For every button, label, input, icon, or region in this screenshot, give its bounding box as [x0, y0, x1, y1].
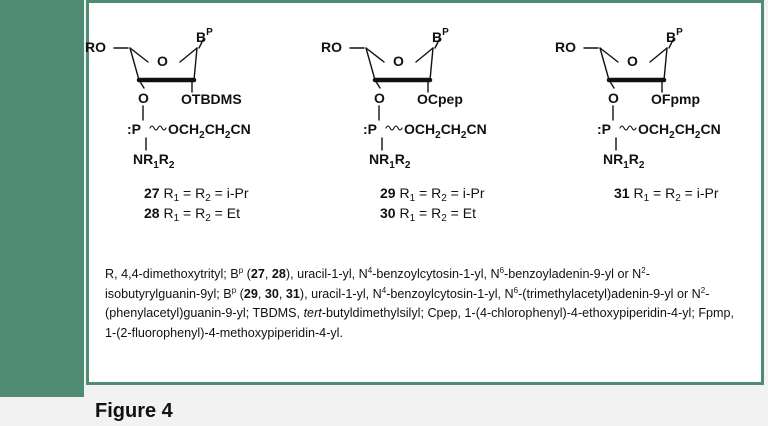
- o3-label: O: [608, 90, 619, 106]
- bond-c3-o: [138, 79, 145, 89]
- ro-label: RO: [555, 39, 576, 55]
- phosphorus-label: :P: [127, 121, 141, 137]
- structure-2: RO O BP O OCpep :P OCH2CH2CN NR1R2 29 R1 = R2 = …: [321, 27, 487, 224]
- bond-c3-c4: [365, 47, 376, 81]
- wavy-bond: [385, 125, 403, 131]
- compound-number: 29: [380, 185, 396, 201]
- cyanoethyl-chain: OCH2CH2CN: [638, 121, 721, 141]
- compound-number: 28: [144, 205, 160, 221]
- left-accent-bar: [0, 0, 84, 397]
- compound-label-31: 31 R1 = R2 = i-Pr: [614, 185, 719, 204]
- cyanoethyl-chain: OCH2CH2CN: [404, 121, 487, 141]
- bond-c3-o: [608, 79, 615, 89]
- compound-label-29: 29 R1 = R2 = i-Pr: [380, 185, 485, 204]
- bond-c1-c2: [193, 47, 198, 81]
- base-label: BP: [666, 27, 683, 45]
- compound-label-30: 30 R1 = R2 = Et: [380, 205, 476, 224]
- phosphorus-label: :P: [363, 121, 377, 137]
- bond-ring-o-c1: [649, 47, 668, 63]
- bond-ring-o-c1: [415, 47, 434, 63]
- bond-c1-c2: [429, 47, 434, 81]
- compound-number: 31: [614, 185, 630, 201]
- compound-label-27: 27 R1 = R2 = i-Pr: [144, 185, 249, 204]
- wavy-bond: [619, 125, 637, 131]
- bond-c1-c2: [663, 47, 668, 81]
- phosphorus-label: :P: [597, 121, 611, 137]
- o2-label: OFpmp: [651, 91, 700, 107]
- figure-caption: R, 4,4-dimethoxytrityl; Bp (27, 28), ura…: [105, 265, 735, 340]
- amine-label: NR1R2: [133, 151, 175, 171]
- bond-c4-ring-o: [129, 47, 149, 63]
- structure-3: RO O BP O OFpmp :P OCH2CH2CN NR1R2 31 R1 = R2 = …: [555, 27, 721, 204]
- base-label: BP: [432, 27, 449, 45]
- amine-label: NR1R2: [369, 151, 411, 171]
- bond-c1-base: [668, 37, 675, 49]
- o3-label: O: [138, 90, 149, 106]
- ring-oxygen: O: [627, 53, 638, 69]
- ro-label: RO: [321, 39, 342, 55]
- figure-panel: [86, 0, 764, 385]
- bond-ring-o-c1: [179, 47, 198, 63]
- compound-label-28: 28 R1 = R2 = Et: [144, 205, 240, 224]
- bond-c1-base: [198, 37, 205, 49]
- amine-label: NR1R2: [603, 151, 645, 171]
- cyanoethyl-chain: OCH2CH2CN: [168, 121, 251, 141]
- bond-c3-o: [374, 79, 381, 89]
- o2-label: OTBDMS: [181, 91, 242, 107]
- base-label: BP: [196, 27, 213, 45]
- figure-label: Figure 4: [95, 400, 173, 422]
- wavy-bond: [149, 125, 167, 131]
- structure-1: RO O BP O OTBDMS :P OCH2CH2CN NR1R2 27 R1 = R2 =…: [85, 27, 251, 224]
- bond-c4-ring-o: [599, 47, 619, 63]
- ring-oxygen: O: [157, 53, 168, 69]
- bond-c3-c4: [599, 47, 610, 81]
- bond-c4-ring-o: [365, 47, 385, 63]
- ro-label: RO: [85, 39, 106, 55]
- o2-label: OCpep: [417, 91, 463, 107]
- o3-label: O: [374, 90, 385, 106]
- bond-c3-c4: [129, 47, 140, 81]
- ring-oxygen: O: [393, 53, 404, 69]
- bond-c1-base: [434, 37, 441, 49]
- compound-number: 27: [144, 185, 160, 201]
- compound-number: 30: [380, 205, 396, 221]
